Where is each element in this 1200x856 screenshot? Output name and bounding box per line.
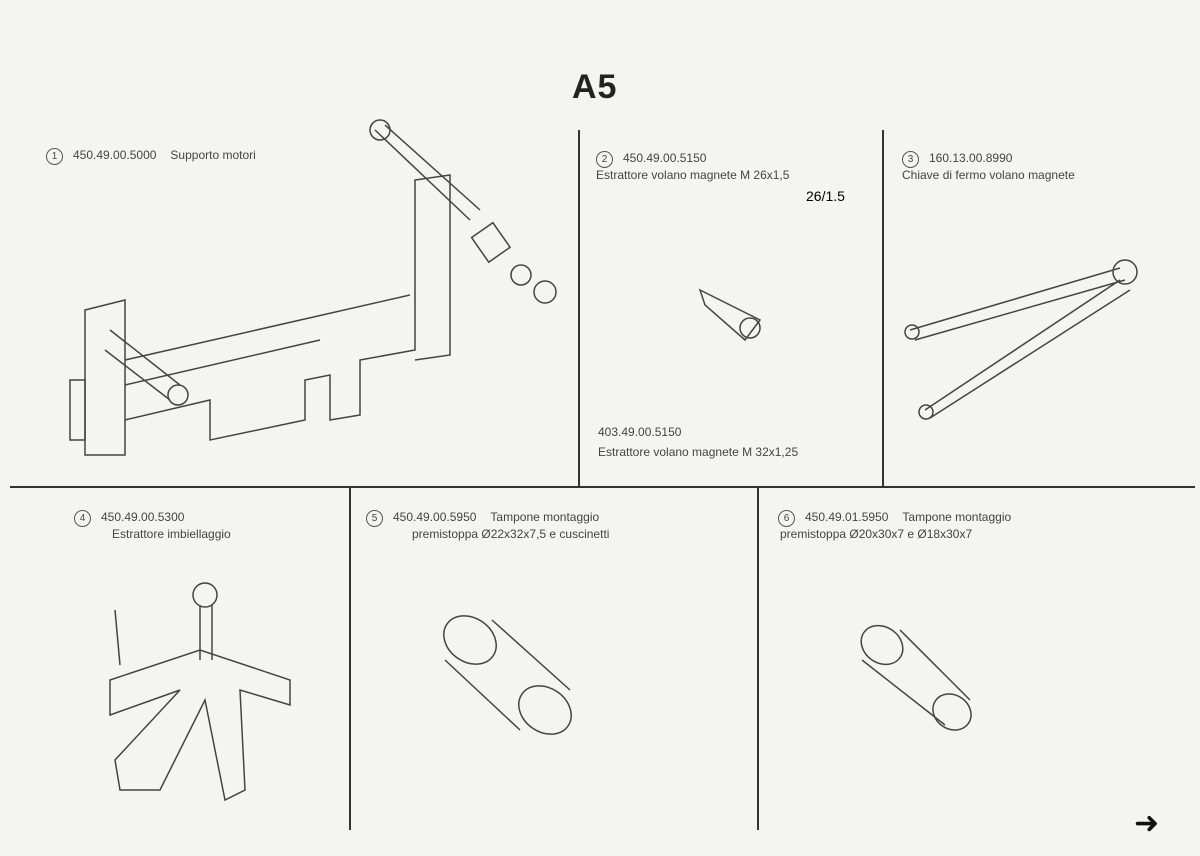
item-code: 450.49.00.5950	[393, 510, 477, 524]
item-description: Estrattore volano magnete M 26x1,5	[596, 168, 790, 182]
item-code: 450.49.01.5950	[805, 510, 889, 524]
item-description: Tampone montaggio	[490, 510, 600, 524]
conrod-puller-drawing	[109, 582, 291, 802]
item-code: 160.13.00.8990	[929, 151, 1013, 165]
seal-driver-drawing-5	[443, 615, 572, 735]
seal-driver-drawing-6	[860, 624, 972, 731]
item-description: Supporto motori	[170, 148, 256, 162]
item-code: 450.49.00.5150	[623, 151, 707, 165]
item-1-caption: 1 450.49.00.5000 Supporto motori	[46, 148, 256, 165]
item-description-line-2: premistoppa Ø22x32x7,5 e cuscinetti	[412, 527, 610, 541]
divider	[10, 486, 1195, 488]
divider	[882, 130, 884, 486]
item-description: Estrattore imbiellaggio	[112, 527, 231, 541]
item-description: Estrattore volano magnete M 32x1,25	[598, 445, 799, 459]
item-description-line-2: premistoppa Ø20x30x7 e Ø18x30x7	[780, 527, 973, 541]
item-code: 403.49.00.5150	[598, 425, 682, 439]
handwritten-annotation: 26/1.5	[806, 188, 845, 204]
item-code: 450.49.00.5000	[73, 148, 157, 162]
divider	[757, 488, 759, 830]
item-description: Tampone montaggio	[902, 510, 1012, 524]
flywheel-puller-drawing	[698, 288, 762, 342]
engine-stand-drawing	[69, 119, 557, 456]
arrow-right-icon[interactable]: ➜	[1134, 807, 1160, 840]
item-number: 1	[46, 148, 63, 165]
item-code: 450.49.00.5300	[101, 510, 185, 524]
page-label: A5	[572, 68, 618, 106]
flywheel-holding-wrench-drawing	[904, 259, 1138, 420]
divider	[578, 130, 580, 486]
item-description: Chiave di fermo volano magnete	[902, 168, 1075, 182]
divider	[349, 488, 351, 830]
